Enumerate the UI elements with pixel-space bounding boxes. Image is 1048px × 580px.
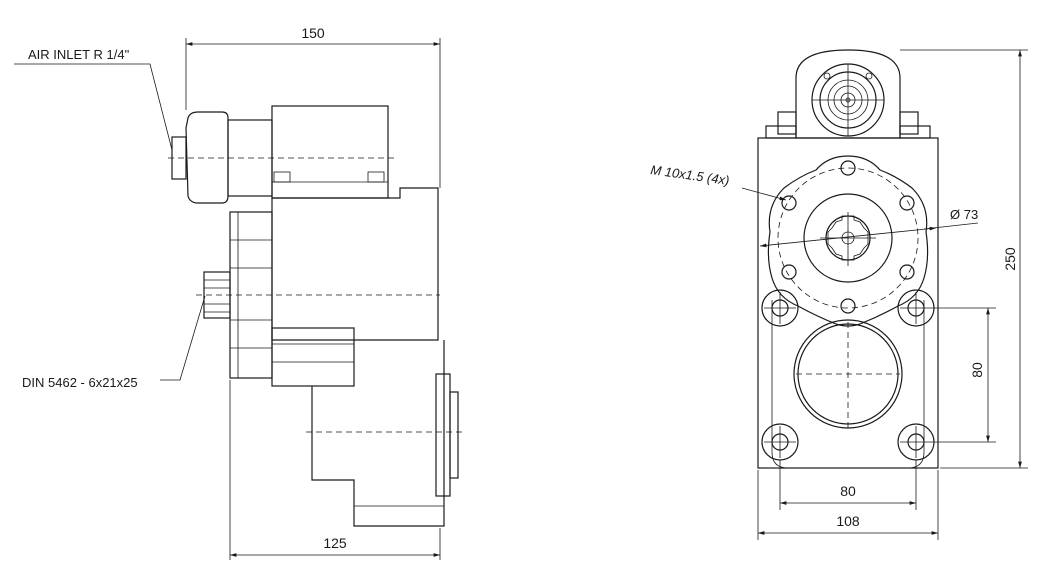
diameter-leader — [759, 226, 937, 248]
thread-leader — [741, 187, 787, 201]
air-cylinder-housing — [271, 105, 389, 199]
side-view: 150 125 AIR INLET R 1/4" DIN 5462 - 6x21… — [14, 25, 462, 560]
din-spline-label: DIN 5462 - 6x21x25 — [22, 375, 138, 390]
dim-108-label: 108 — [836, 513, 860, 529]
dim-250-label: 250 — [1002, 247, 1018, 271]
dim-80-horizontal-label: 80 — [840, 483, 856, 499]
lower-housing — [311, 340, 445, 527]
diameter-label: Ø 73 — [950, 207, 978, 222]
main-housing — [271, 187, 439, 341]
air-inlet-leader — [14, 63, 173, 151]
front-view: 250 80 80 108 Ø 73 M 10x1.5 (4x) — [650, 49, 1028, 540]
output-flange — [435, 373, 451, 497]
dim-125-label: 125 — [323, 535, 347, 551]
din-leader — [160, 295, 206, 381]
dim-80-vertical-label: 80 — [969, 362, 985, 378]
air-inlet-label: AIR INLET R 1/4" — [28, 47, 130, 62]
air-inlet-nut — [185, 111, 229, 204]
thread-holes — [781, 160, 915, 314]
dim-150-label: 150 — [301, 25, 325, 41]
gear-block — [271, 327, 355, 387]
top-connector — [795, 49, 901, 139]
thread-label: M 10x1.5 (4x) — [650, 162, 731, 188]
